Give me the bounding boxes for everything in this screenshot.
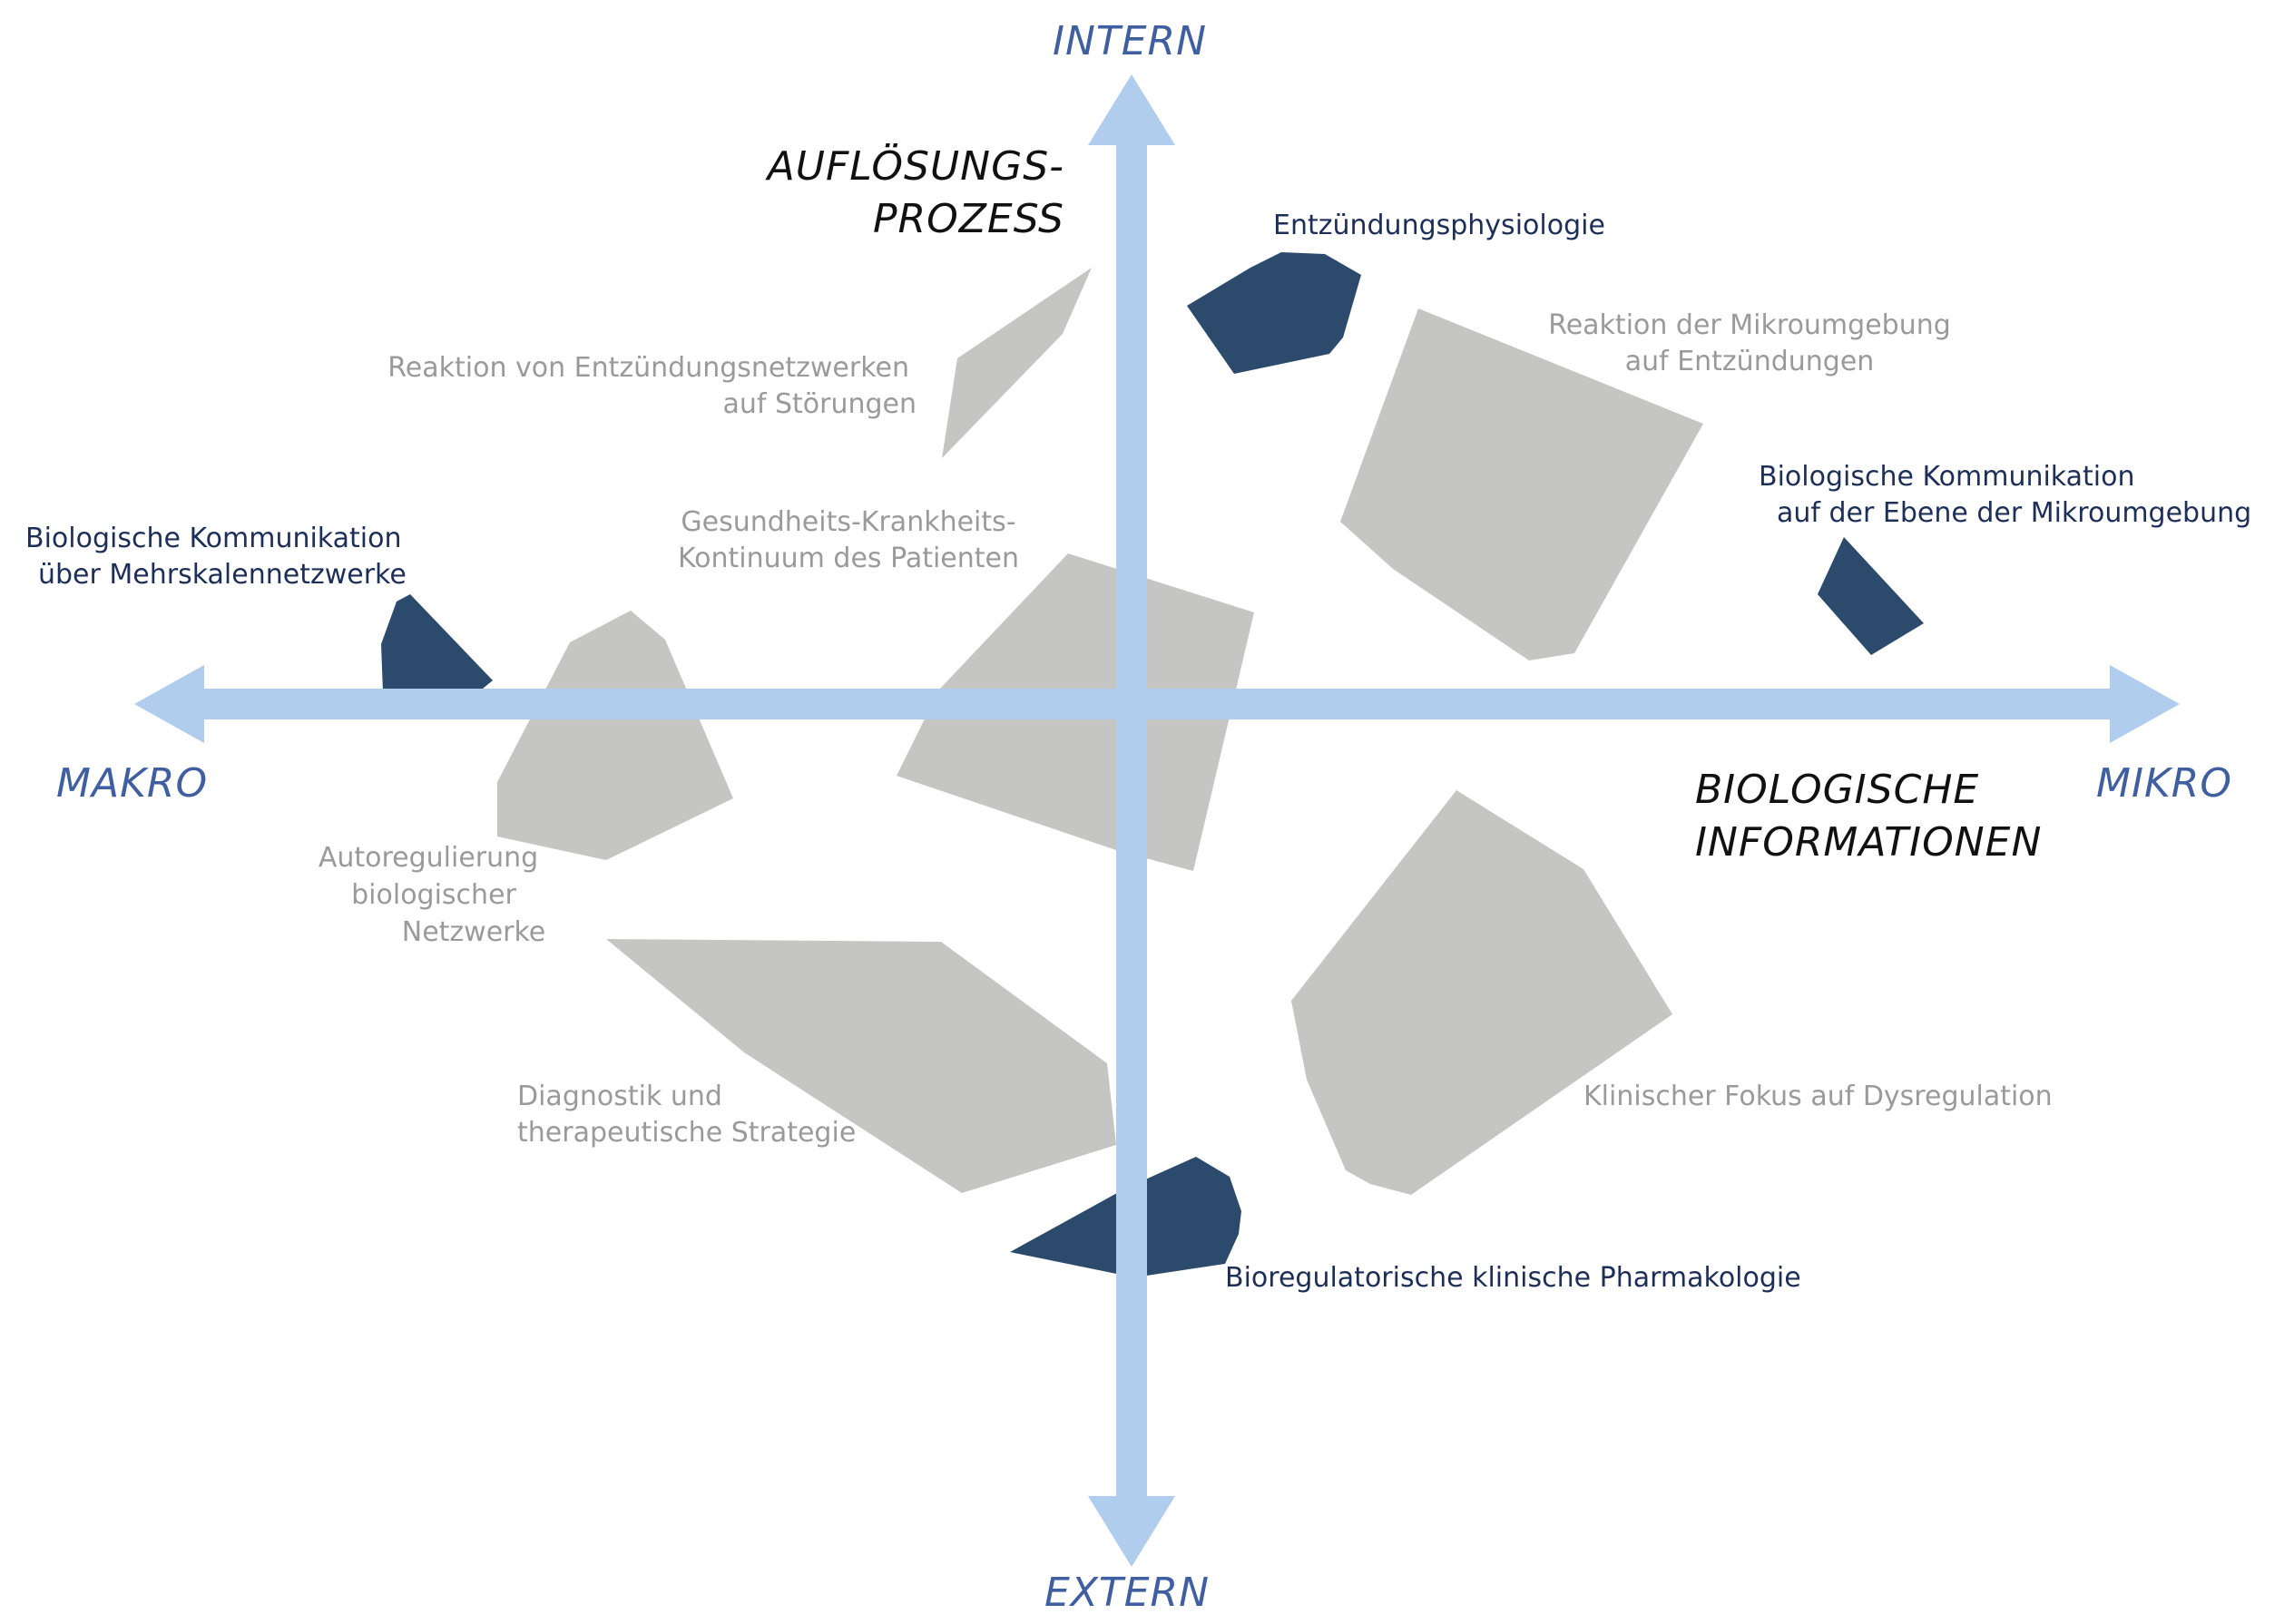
axis-label-bottom: EXTERN xyxy=(1044,1570,1210,1616)
label-mikroumgebung-reaktion-line-2: auf Entzündungen xyxy=(1625,346,1875,377)
arrow-down-icon xyxy=(1088,1496,1175,1567)
label-pharmakologie: Bioregulatorische klinische Pharmakologi… xyxy=(1225,1262,1801,1294)
arrow-left-icon xyxy=(134,665,204,743)
label-kontinuum-line-1: Gesundheits-Krankheits- xyxy=(681,506,1015,538)
arrow-right-icon xyxy=(2110,665,2180,743)
dimension-title-horizontal-line-2: INFORMATIONEN xyxy=(1695,819,2042,866)
shape-diagnostik xyxy=(606,939,1116,1193)
arrow-up-icon xyxy=(1088,74,1175,145)
label-kommunikation-mikro-line-1: Biologische Kommunikation xyxy=(1759,461,2135,493)
label-kommunikation-makro-line-2: über Mehrskalennetzwerke xyxy=(38,559,407,591)
axis-label-left: MAKRO xyxy=(56,760,208,807)
label-kommunikation-mikro-line-2: auf der Ebene der Mikroumgebung xyxy=(1777,497,2251,529)
axis-label-right: MIKRO xyxy=(2096,760,2232,807)
label-diagnostik-line-2: therapeutische Strategie xyxy=(517,1117,856,1149)
vertical-axis xyxy=(1088,74,1175,1567)
label-dysregulation: Klinischer Fokus auf Dysregulation xyxy=(1583,1081,2053,1112)
shape-kommunikation-makro xyxy=(381,594,493,717)
shape-mikroumgebung-reaktion xyxy=(1340,308,1703,660)
axis-label-top: INTERN xyxy=(1053,18,1207,64)
dimension-title-vertical-line-1: AUFLÖSUNGS- xyxy=(765,142,1064,190)
label-autoregulierung-line-2: biologischer xyxy=(351,879,516,911)
dimension-title-vertical-line-2: PROZESS xyxy=(873,196,1064,242)
label-mikroumgebung-reaktion-line-1: Reaktion der Mikroumgebung xyxy=(1548,309,1951,341)
label-kommunikation-makro-line-1: Biologische Kommunikation xyxy=(25,523,402,554)
shape-autoregulierung xyxy=(497,611,733,860)
label-kontinuum-line-2: Kontinuum des Patienten xyxy=(678,543,1019,574)
label-reaktion-netzwerke-line-2: auf Störungen xyxy=(722,388,917,420)
shape-entzuendungsphysiologie xyxy=(1187,252,1361,374)
label-autoregulierung-line-1: Autoregulierung xyxy=(319,842,538,874)
shape-reaktion-netzwerke xyxy=(942,268,1092,458)
shape-dysregulation xyxy=(1291,790,1672,1195)
label-reaktion-netzwerke-line-1: Reaktion von Entzündungsnetzwerken xyxy=(387,352,909,384)
dimension-title-horizontal-line-1: BIOLOGISCHE xyxy=(1695,767,1979,813)
label-entzuendungsphysiologie: Entzündungsphysiologie xyxy=(1273,210,1605,241)
horizontal-axis xyxy=(134,665,2180,743)
shape-kommunikation-mikro xyxy=(1818,537,1924,655)
label-diagnostik-line-1: Diagnostik und xyxy=(517,1081,722,1112)
label-autoregulierung-line-3: Netzwerke xyxy=(402,916,546,948)
